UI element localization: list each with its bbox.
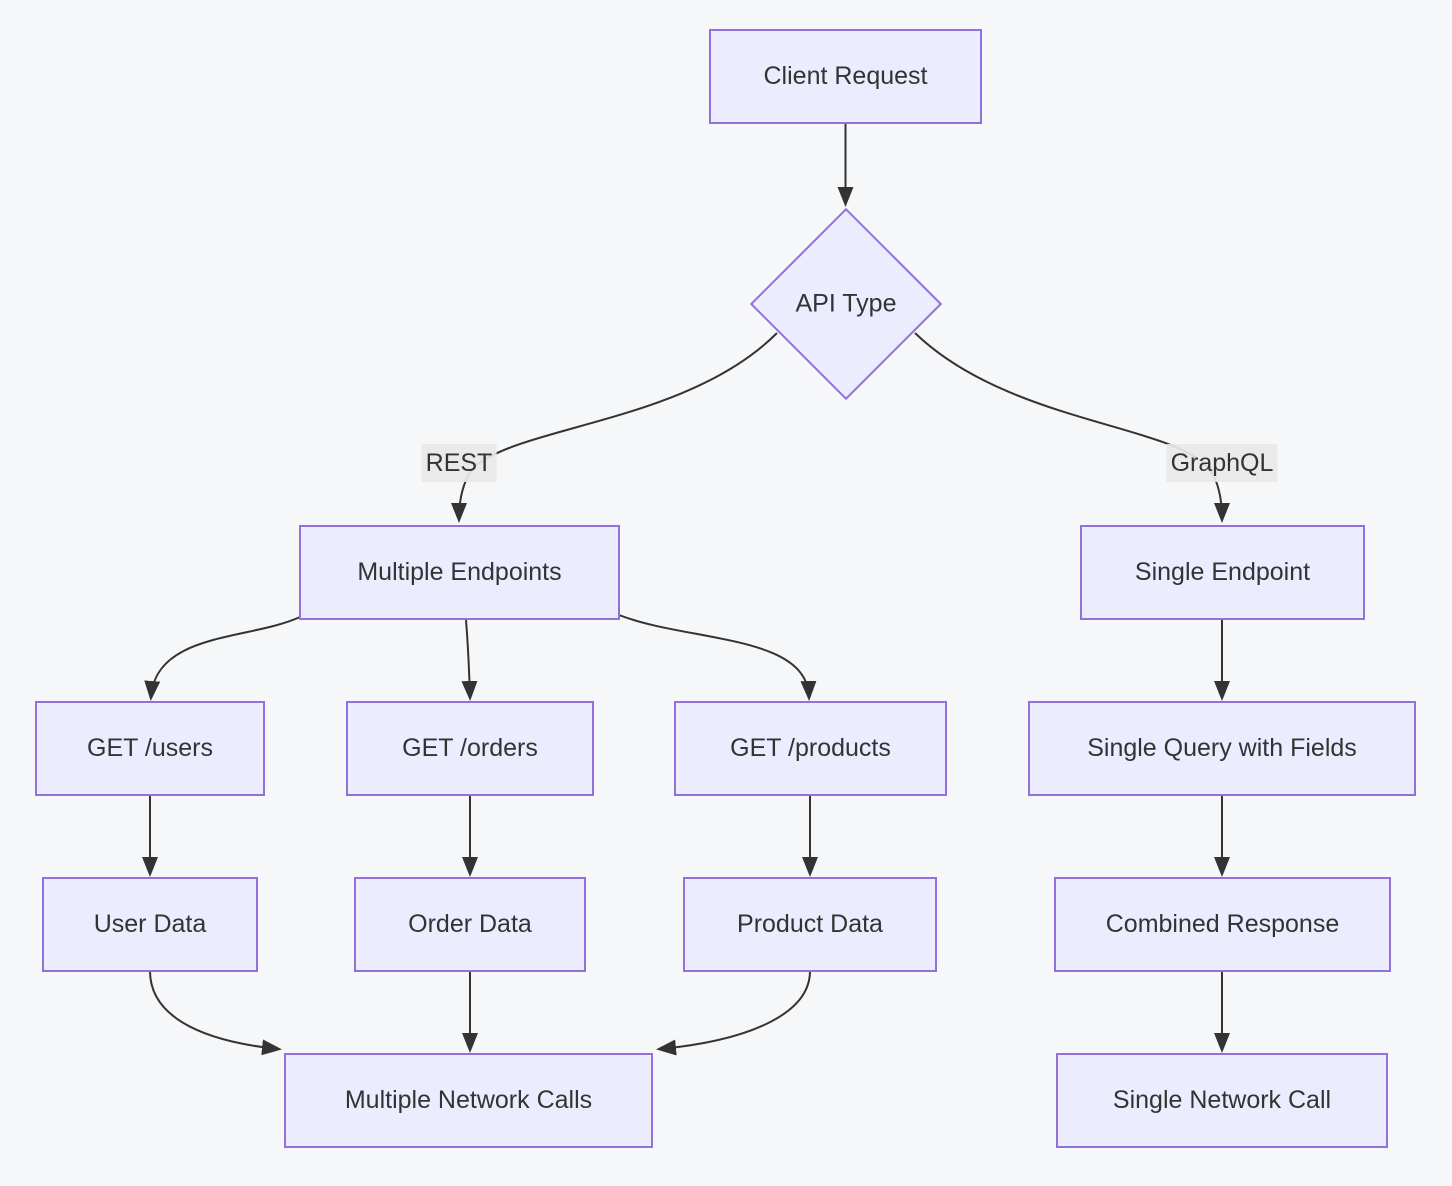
node-single-endpoint-label: Single Endpoint xyxy=(1134,558,1311,586)
node-user-data: User Data xyxy=(42,877,258,972)
node-single-query-with-fields-label: Single Query with Fields xyxy=(1087,734,1357,762)
edge-apitype-multipleendpoints xyxy=(451,332,778,523)
node-get-products: GET /products xyxy=(674,701,947,796)
edge-userdata-multiplenetworkcalls xyxy=(149,970,282,1056)
node-single-network-call: Single Network Call xyxy=(1056,1053,1388,1148)
node-multiple-network-calls: Multiple Network Calls xyxy=(284,1053,653,1148)
node-user-data-label: User Data xyxy=(93,910,207,938)
node-get-orders-label: GET /orders xyxy=(402,734,538,762)
node-multiple-endpoints: Multiple Endpoints xyxy=(299,525,620,620)
edge-label-graphql: GraphQL xyxy=(1166,444,1278,482)
node-get-products-label: GET /products xyxy=(730,734,891,762)
node-single-endpoint: Single Endpoint xyxy=(1080,525,1365,620)
node-multiple-endpoints-label: Multiple Endpoints xyxy=(357,558,562,586)
node-single-network-call-label: Single Network Call xyxy=(1112,1086,1332,1114)
node-order-data: Order Data xyxy=(354,877,586,972)
edge-multipleendpoints-getusers xyxy=(144,616,301,701)
edge-multipleendpoints-getproducts xyxy=(618,614,817,701)
edge-productdata-multiplenetworkcalls xyxy=(656,970,811,1056)
node-api-type-label: API Type xyxy=(795,289,897,317)
node-get-orders: GET /orders xyxy=(346,701,594,796)
edge-apitype-singleendpoint xyxy=(914,332,1230,523)
edge-label-rest: REST xyxy=(421,444,497,482)
edge-multipleendpoints-getorders xyxy=(461,619,478,701)
node-combined-response-label: Combined Response xyxy=(1105,910,1340,938)
node-client-request: Client Request xyxy=(709,29,982,124)
node-order-data-label: Order Data xyxy=(408,910,532,938)
node-get-users: GET /users xyxy=(35,701,265,796)
node-api-type: API Type xyxy=(749,206,943,401)
node-get-users-label: GET /users xyxy=(87,734,213,762)
node-multiple-network-calls-label: Multiple Network Calls xyxy=(344,1086,593,1114)
node-single-query-with-fields: Single Query with Fields xyxy=(1028,701,1416,796)
node-combined-response: Combined Response xyxy=(1054,877,1391,972)
node-client-request-label: Client Request xyxy=(763,62,928,90)
node-product-data: Product Data xyxy=(683,877,937,972)
node-product-data-label: Product Data xyxy=(737,910,883,938)
